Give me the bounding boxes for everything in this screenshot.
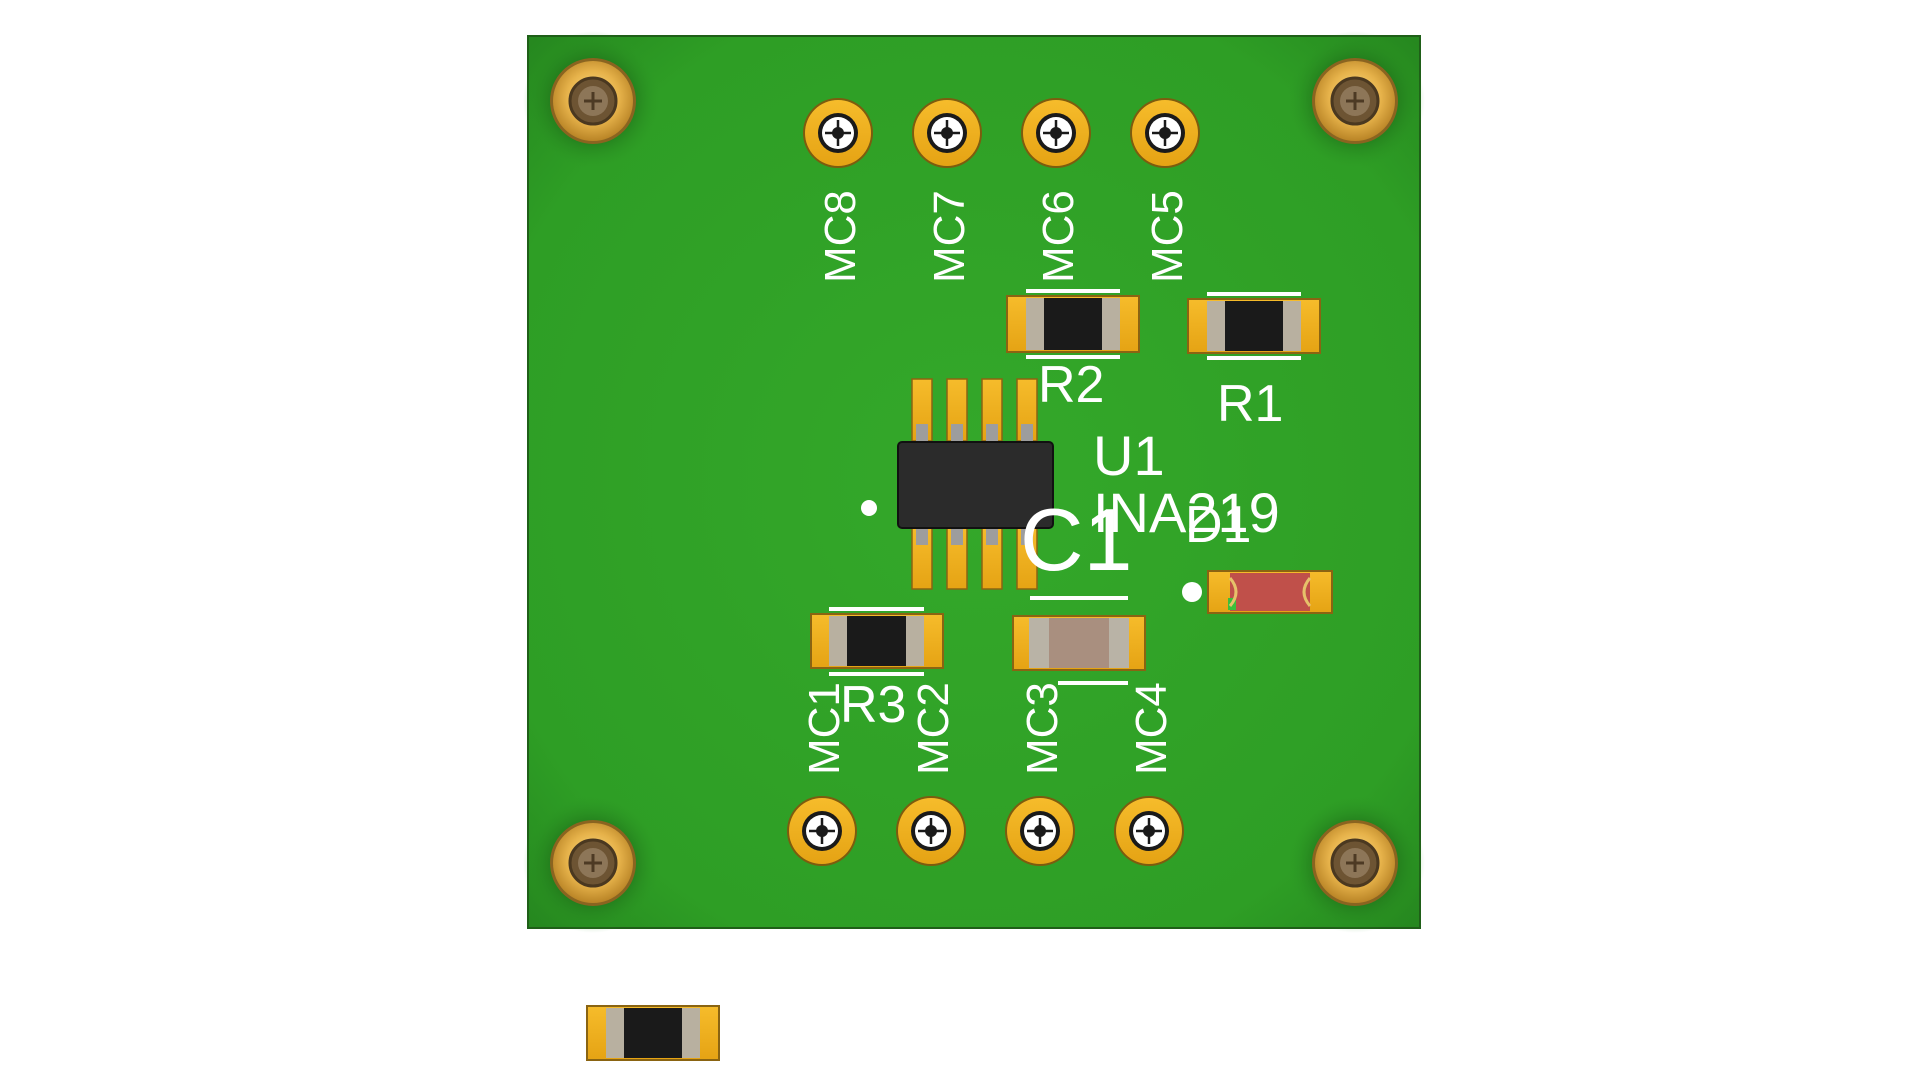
pin-label-mc4: MC4 xyxy=(1127,682,1176,775)
pin-label-mc3: MC3 xyxy=(1018,682,1067,775)
pin-label-mc2: MC2 xyxy=(909,682,958,775)
resistor-r3[interactable] xyxy=(810,607,944,676)
pin-pad-mc5[interactable] xyxy=(1130,98,1200,168)
u1-ref-label: U1 xyxy=(1093,424,1165,487)
led-d1[interactable] xyxy=(1207,570,1333,614)
mounting-hole-bottom-right xyxy=(1285,793,1425,933)
r1-ref-label: R1 xyxy=(1217,375,1283,433)
off-board-resistor[interactable] xyxy=(586,1005,720,1061)
d1-ref-label: D1 xyxy=(1185,496,1251,554)
pin-label-mc7: MC7 xyxy=(925,190,974,283)
d1-polarity-marker xyxy=(1182,582,1202,602)
u1-value-label: INA219 xyxy=(1093,481,1280,544)
resistor-r2[interactable] xyxy=(1006,289,1140,359)
mounting-hole-bottom-left xyxy=(523,793,663,933)
pin-label-mc1: MC1 xyxy=(800,682,849,775)
u1-pin1-marker xyxy=(861,500,877,516)
pin-label-mc6: MC6 xyxy=(1034,190,1083,283)
pin-pad-mc8[interactable] xyxy=(803,98,873,168)
pin-pad-mc2[interactable] xyxy=(896,796,966,866)
mounting-hole-top-right xyxy=(1285,31,1425,171)
ic-u1[interactable] xyxy=(897,378,1054,590)
capacitor-c1[interactable] xyxy=(1012,596,1146,685)
c1-ref-label: C1 xyxy=(1020,490,1133,589)
pin-pad-mc7[interactable] xyxy=(912,98,982,168)
pin-pad-mc3[interactable] xyxy=(1005,796,1075,866)
resistor-r1[interactable] xyxy=(1187,292,1321,360)
pin-pad-mc4[interactable] xyxy=(1114,796,1184,866)
pin-pad-mc1[interactable] xyxy=(787,796,857,866)
r3-ref-label: R3 xyxy=(840,676,906,734)
pin-pad-mc6[interactable] xyxy=(1021,98,1091,168)
pin-label-mc8: MC8 xyxy=(816,190,865,283)
pin-label-mc5: MC5 xyxy=(1143,190,1192,283)
r2-ref-label: R2 xyxy=(1038,356,1104,414)
mounting-hole-top-left xyxy=(523,31,663,171)
